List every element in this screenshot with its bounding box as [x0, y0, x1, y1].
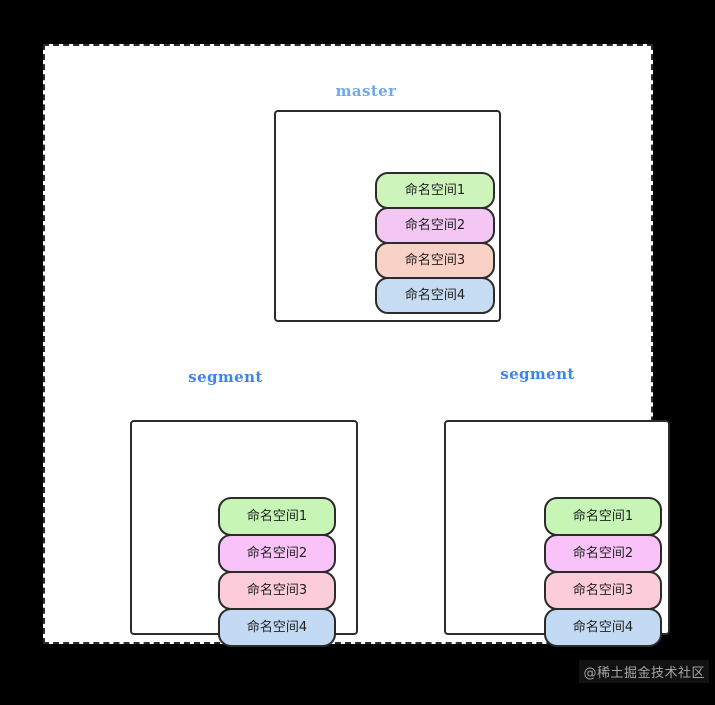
group-master: master 命名空间1 命名空间2 命名空间3 命名空间4	[231, 82, 501, 366]
group-master-box: 命名空间1 命名空间2 命名空间3 命名空间4	[274, 110, 501, 322]
group-segment-left-title: segment	[188, 368, 263, 386]
namespace-pill[interactable]: 命名空间4	[544, 608, 662, 647]
namespace-pill[interactable]: 命名空间1	[218, 497, 336, 536]
namespace-pill[interactable]: 命名空间2	[218, 534, 336, 573]
namespace-stack-segment-right: 命名空间1 命名空间2 命名空间3 命名空间4	[544, 497, 662, 647]
namespace-pill[interactable]: 命名空间3	[218, 571, 336, 610]
diagram-canvas: master 命名空间1 命名空间2 命名空间3 命名空间4 segment 命…	[43, 44, 670, 647]
group-segment-left-box: 命名空间1 命名空间2 命名空间3 命名空间4	[130, 420, 358, 647]
group-segment-right-box: 命名空间1 命名空间2 命名空间3 命名空间4	[444, 420, 670, 647]
namespace-pill[interactable]: 命名空间3	[375, 242, 495, 279]
namespace-pill[interactable]: 命名空间2	[544, 534, 662, 573]
group-segment-right: segment 命名空间1 命名空间2 命名空间3 命名空间4	[405, 365, 670, 656]
namespace-stack-master: 命名空间1 命名空间2 命名空间3 命名空间4	[375, 172, 495, 314]
group-segment-right-title: segment	[500, 365, 575, 383]
group-segment-left: segment 命名空间1 命名空间2 命名空间3 命名空间4	[93, 368, 358, 656]
namespace-pill[interactable]: 命名空间2	[375, 207, 495, 244]
namespace-pill[interactable]: 命名空间3	[544, 571, 662, 610]
group-master-title: master	[335, 82, 397, 100]
namespace-pill[interactable]: 命名空间1	[375, 172, 495, 209]
namespace-pill[interactable]: 命名空间4	[218, 608, 336, 647]
namespace-pill[interactable]: 命名空间4	[375, 277, 495, 314]
namespace-pill[interactable]: 命名空间1	[544, 497, 662, 536]
watermark: @稀土掘金技术社区	[579, 660, 709, 683]
namespace-stack-segment-left: 命名空间1 命名空间2 命名空间3 命名空间4	[218, 497, 336, 647]
